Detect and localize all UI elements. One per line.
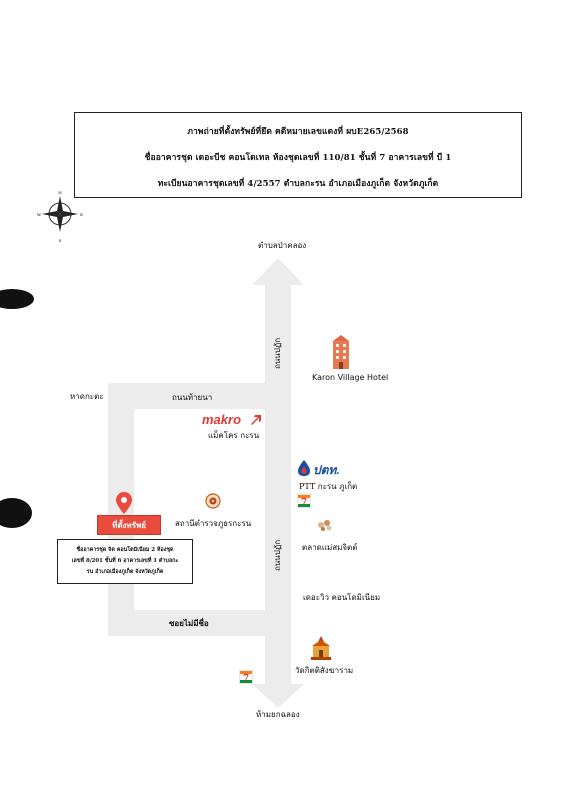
label-kata-beach: หาดกะตะ — [70, 392, 104, 401]
note-line-3: รน อำเภอเมืองภูเก็ต จังหวัดภูเก็ต — [86, 569, 164, 575]
makro-logo: makro — [202, 412, 242, 427]
ptt-flame-icon — [298, 460, 310, 476]
title-line-3: ทะเบียนอาคารชุดเลขที่ 4/2557 ตำบลกะรน อำ… — [157, 179, 439, 189]
title-line-2: ชื่ออาคารชุด เดอะบีช คอนโดเทล ห้องชุดเลข… — [144, 153, 452, 163]
road-horizontal-upper — [108, 383, 268, 409]
seven-eleven-number: 7 — [301, 498, 307, 508]
label-the-view-condominium: เดอะวิว คอนโดมิเนียม — [303, 593, 381, 602]
scan-blot-lower — [0, 498, 32, 528]
road-vertical — [265, 285, 291, 685]
compass-s: S — [59, 238, 62, 243]
road-arrow-up — [252, 258, 304, 285]
label-kittisangkharam-temple: วัดกิตติสังฆาราม — [295, 666, 354, 675]
seven-eleven-number-bottom: 7 — [243, 674, 249, 684]
label-pa-khlong: ตำบลป่าคลอง — [258, 241, 307, 250]
compass-e: E — [80, 212, 83, 217]
label-karon-village-hotel: Karon Village Hotel — [312, 373, 389, 382]
label-mae-somjit-market: ตลาดแม่สมจิตต์ — [302, 543, 358, 552]
label-ptt-karon: PTT กะรน ภูเก็ต — [299, 482, 358, 491]
road-arrow-down — [252, 684, 304, 708]
label-makro-karon: แม็คโคร กะรน — [208, 431, 260, 440]
compass-n: N — [58, 190, 62, 195]
label-thai-na-road: ถนนท้ายนา — [172, 393, 213, 402]
map-title-box: ภาพถ่ายที่ตั้งทรัพย์ที่ยึด คดีหมายเลขแดง… — [74, 112, 522, 198]
ptt-logo: ปตท. — [313, 463, 340, 477]
makro-arrow-icon — [251, 415, 261, 425]
seven-eleven-icon-bottom: 7 — [239, 670, 253, 684]
police-badge-icon — [205, 493, 221, 509]
note-line-2: เลขที่ 8/201 ชั้นที่ 6 อาคารเลขที่ 1 ตำบ… — [71, 558, 179, 564]
title-line-1: ภาพถ่ายที่ตั้งทรัพย์ที่ยึด คดีหมายเลขแดง… — [187, 127, 409, 137]
label-karon-police-station: สถานีตำรวจภูธรกะรน — [175, 519, 252, 528]
label-patak-road-upper: ถนนปฏัก — [273, 337, 282, 369]
location-pin-icon — [116, 492, 132, 514]
temple-icon — [311, 636, 331, 660]
road-horizontal-lower — [108, 610, 268, 636]
label-patak-road-lower: ถนนปฏัก — [273, 539, 282, 571]
property-location-label: ที่ตั้งทรัพย์ — [97, 515, 161, 535]
property-note-box: ชื่ออาคารชุด จิต คอนโดมิเนียม 2 ห้องชุด … — [57, 539, 193, 584]
note-line-1: ชื่ออาคารชุด จิต คอนโดมิเนียม 2 ห้องชุด — [76, 547, 174, 553]
compass-w: W — [37, 212, 42, 217]
scan-blot-upper — [0, 289, 34, 309]
label-bottom-road: ห้ามยกฉลอง — [256, 710, 300, 719]
market-icon — [318, 520, 332, 531]
compass-rose-icon: N S E W — [37, 190, 83, 243]
seven-eleven-icon: 7 — [297, 494, 311, 508]
hotel-building-icon — [333, 335, 349, 369]
label-unnamed-soi: ซอยไม่มีชื่อ — [169, 618, 209, 628]
